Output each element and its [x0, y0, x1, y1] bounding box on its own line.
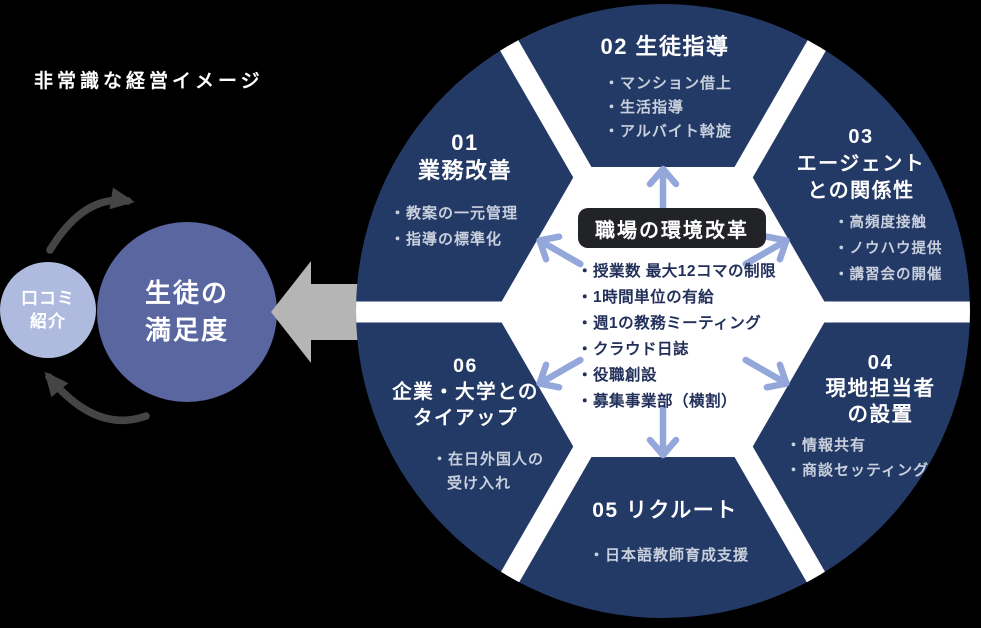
list-item: ・ノウハウ提供: [834, 241, 943, 257]
segment-01-items: ・教案の一元管理 ・指導の標準化: [390, 201, 518, 253]
center-label-box: 職場の環境改革: [578, 208, 766, 248]
list-item: ・1時間単位の有給: [577, 289, 715, 306]
segment-02-items: ・マンション借上 ・生活指導 ・アルバイト斡旋: [604, 72, 732, 144]
list-item: ・役職創設: [577, 367, 658, 384]
spoke-arrow-06-icon: [536, 356, 584, 391]
segment-04-title2: の設置: [847, 403, 914, 426]
spoke-arrow-03-icon: [742, 233, 790, 268]
segment-04-number: 04: [867, 351, 894, 374]
segment-06-number: 06: [453, 355, 478, 377]
satisfaction-line1: 生徒の: [144, 278, 229, 308]
list-item: ・教案の一元管理: [390, 205, 519, 222]
list-item: ・授業数 最大12コマの制限: [577, 263, 777, 280]
segment-06-heading: 06 企業・大学との タイアップ: [383, 353, 548, 431]
page-title: 非常識な経営イメージ: [34, 71, 264, 92]
cycle-arrow-top-icon: [46, 187, 135, 254]
spoke-arrow-05-icon: [646, 404, 680, 459]
list-item-continuation: 受け入れ: [447, 475, 512, 492]
list-item: ・講習会の開催: [834, 267, 943, 283]
segment-01-number: 01: [451, 130, 479, 155]
segment-02-title: 02 生徒指導: [600, 34, 730, 59]
list-item: ・商談セッティング: [786, 462, 930, 479]
word-of-mouth-line2: 紹介: [30, 312, 66, 331]
list-item: ・クラウド日誌: [577, 341, 690, 358]
segment-03-items: ・高頻度接触 ・ノウハウ提供 ・講習会の開催: [834, 210, 943, 288]
list-item: ・アルバイト斡旋: [604, 123, 732, 140]
segment-03-title: エージェント: [796, 153, 926, 175]
segment-03-heading: 03 エージェント との関係性: [782, 124, 940, 205]
segment-03-number: 03: [848, 126, 874, 148]
segment-05-items: ・日本語教師育成支援: [589, 544, 749, 568]
spoke-arrow-04-icon: [742, 356, 790, 391]
satisfaction-line2: 満足度: [144, 315, 229, 345]
satisfaction-circle: [97, 222, 277, 402]
word-of-mouth-circle: [0, 262, 96, 358]
list-item: ・高頻度接触: [834, 215, 927, 231]
segment-06-items: ・在日外国人の 受け入れ: [432, 448, 544, 496]
segment-03-title2: との関係性: [807, 180, 915, 202]
list-item: ・募集事業部（横割）: [577, 393, 738, 410]
segment-05-heading: 05 リクルート: [575, 497, 755, 524]
list-item: ・情報共有: [786, 437, 867, 454]
cycle-arrow-bottom-icon: [44, 371, 150, 424]
segment-04-items: ・情報共有 ・商談セッティング: [786, 433, 929, 483]
satisfaction-label: 生徒の 満足度: [97, 222, 277, 402]
list-item: ・生活指導: [604, 99, 685, 116]
list-item: ・週1の教務ミーティング: [577, 315, 762, 332]
segment-06-title: 企業・大学との: [392, 381, 539, 403]
flow-block-arrow-icon: [271, 261, 360, 363]
segment-05-title: 05 リクルート: [592, 499, 738, 522]
segment-04-heading: 04 現地担当者 の設置: [798, 350, 963, 428]
list-item: ・在日外国人の: [432, 451, 545, 468]
spoke-arrow-01-icon: [536, 233, 584, 268]
segment-02-heading: 02 生徒指導: [565, 33, 765, 61]
list-item: ・マンション借上: [604, 75, 733, 92]
segment-04-title: 現地担当者: [825, 377, 936, 400]
segment-06-title2: タイアップ: [412, 407, 518, 429]
list-item: ・指導の標準化: [390, 231, 503, 248]
center-reform-list: ・授業数 最大12コマの制限 ・1時間単位の有給 ・週1の教務ミーティング ・ク…: [577, 259, 776, 415]
word-of-mouth-label: 口コミ 紹介: [0, 262, 96, 358]
center-label: 職場の環境改革: [595, 219, 749, 242]
segment-01-title: 業務改善: [417, 158, 512, 183]
list-item: ・日本語教師育成支援: [589, 547, 750, 564]
word-of-mouth-line1: 口コミ: [21, 289, 75, 308]
segment-01-heading: 01 業務改善: [380, 129, 550, 185]
